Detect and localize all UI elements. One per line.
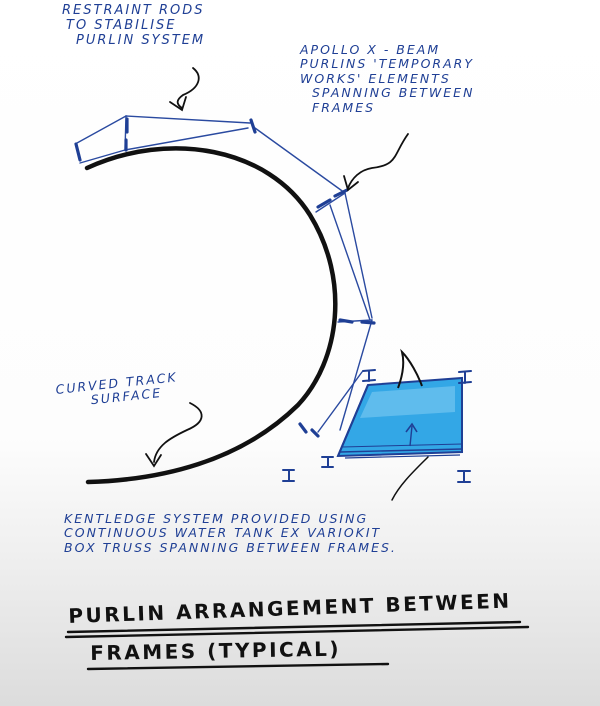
i-beam-markers <box>282 369 472 483</box>
note-line: TO STABILISE <box>66 17 177 33</box>
water-tank <box>336 348 463 459</box>
note-kentledge: KENTLEDGE SYSTEM PROVIDED USING CONTINUO… <box>64 511 397 555</box>
note-line: CONTINUOUS WATER TANK EX VARIOKIT <box>64 525 382 541</box>
leader-arrow-kentledge <box>391 456 429 501</box>
leader-arrow-apollo <box>343 133 409 192</box>
note-line: BOX TRUSS SPANNING BETWEEN FRAMES. <box>64 539 397 555</box>
note-apollo-purlins: APOLLO X - BEAM PURLINS 'TEMPORARY WORKS… <box>300 42 475 115</box>
leader-arrow-track <box>145 402 203 468</box>
note-line: PURLIN SYSTEM <box>76 32 206 48</box>
curved-track-line <box>84 146 338 485</box>
title-underlines <box>64 620 530 671</box>
note-line: APOLLO X - BEAM <box>300 42 441 57</box>
note-line: PURLINS 'TEMPORARY <box>300 56 474 72</box>
note-restraint-rods: RESTRAINT RODS TO STABILISE PURLIN SYSTE… <box>62 3 206 49</box>
note-line: WORKS' ELEMENTS <box>300 70 451 86</box>
leader-arrow-rods <box>169 67 200 112</box>
note-line: KENTLEDGE SYSTEM PROVIDED USING <box>64 511 369 526</box>
purlin-nodes <box>74 117 376 438</box>
note-line: RESTRAINT RODS <box>62 3 205 18</box>
note-line: FRAMES <box>312 99 376 115</box>
diagram-title-line-2: FRAMES (TYPICAL) <box>90 636 342 665</box>
note-line: SPANNING BETWEEN <box>312 85 475 101</box>
